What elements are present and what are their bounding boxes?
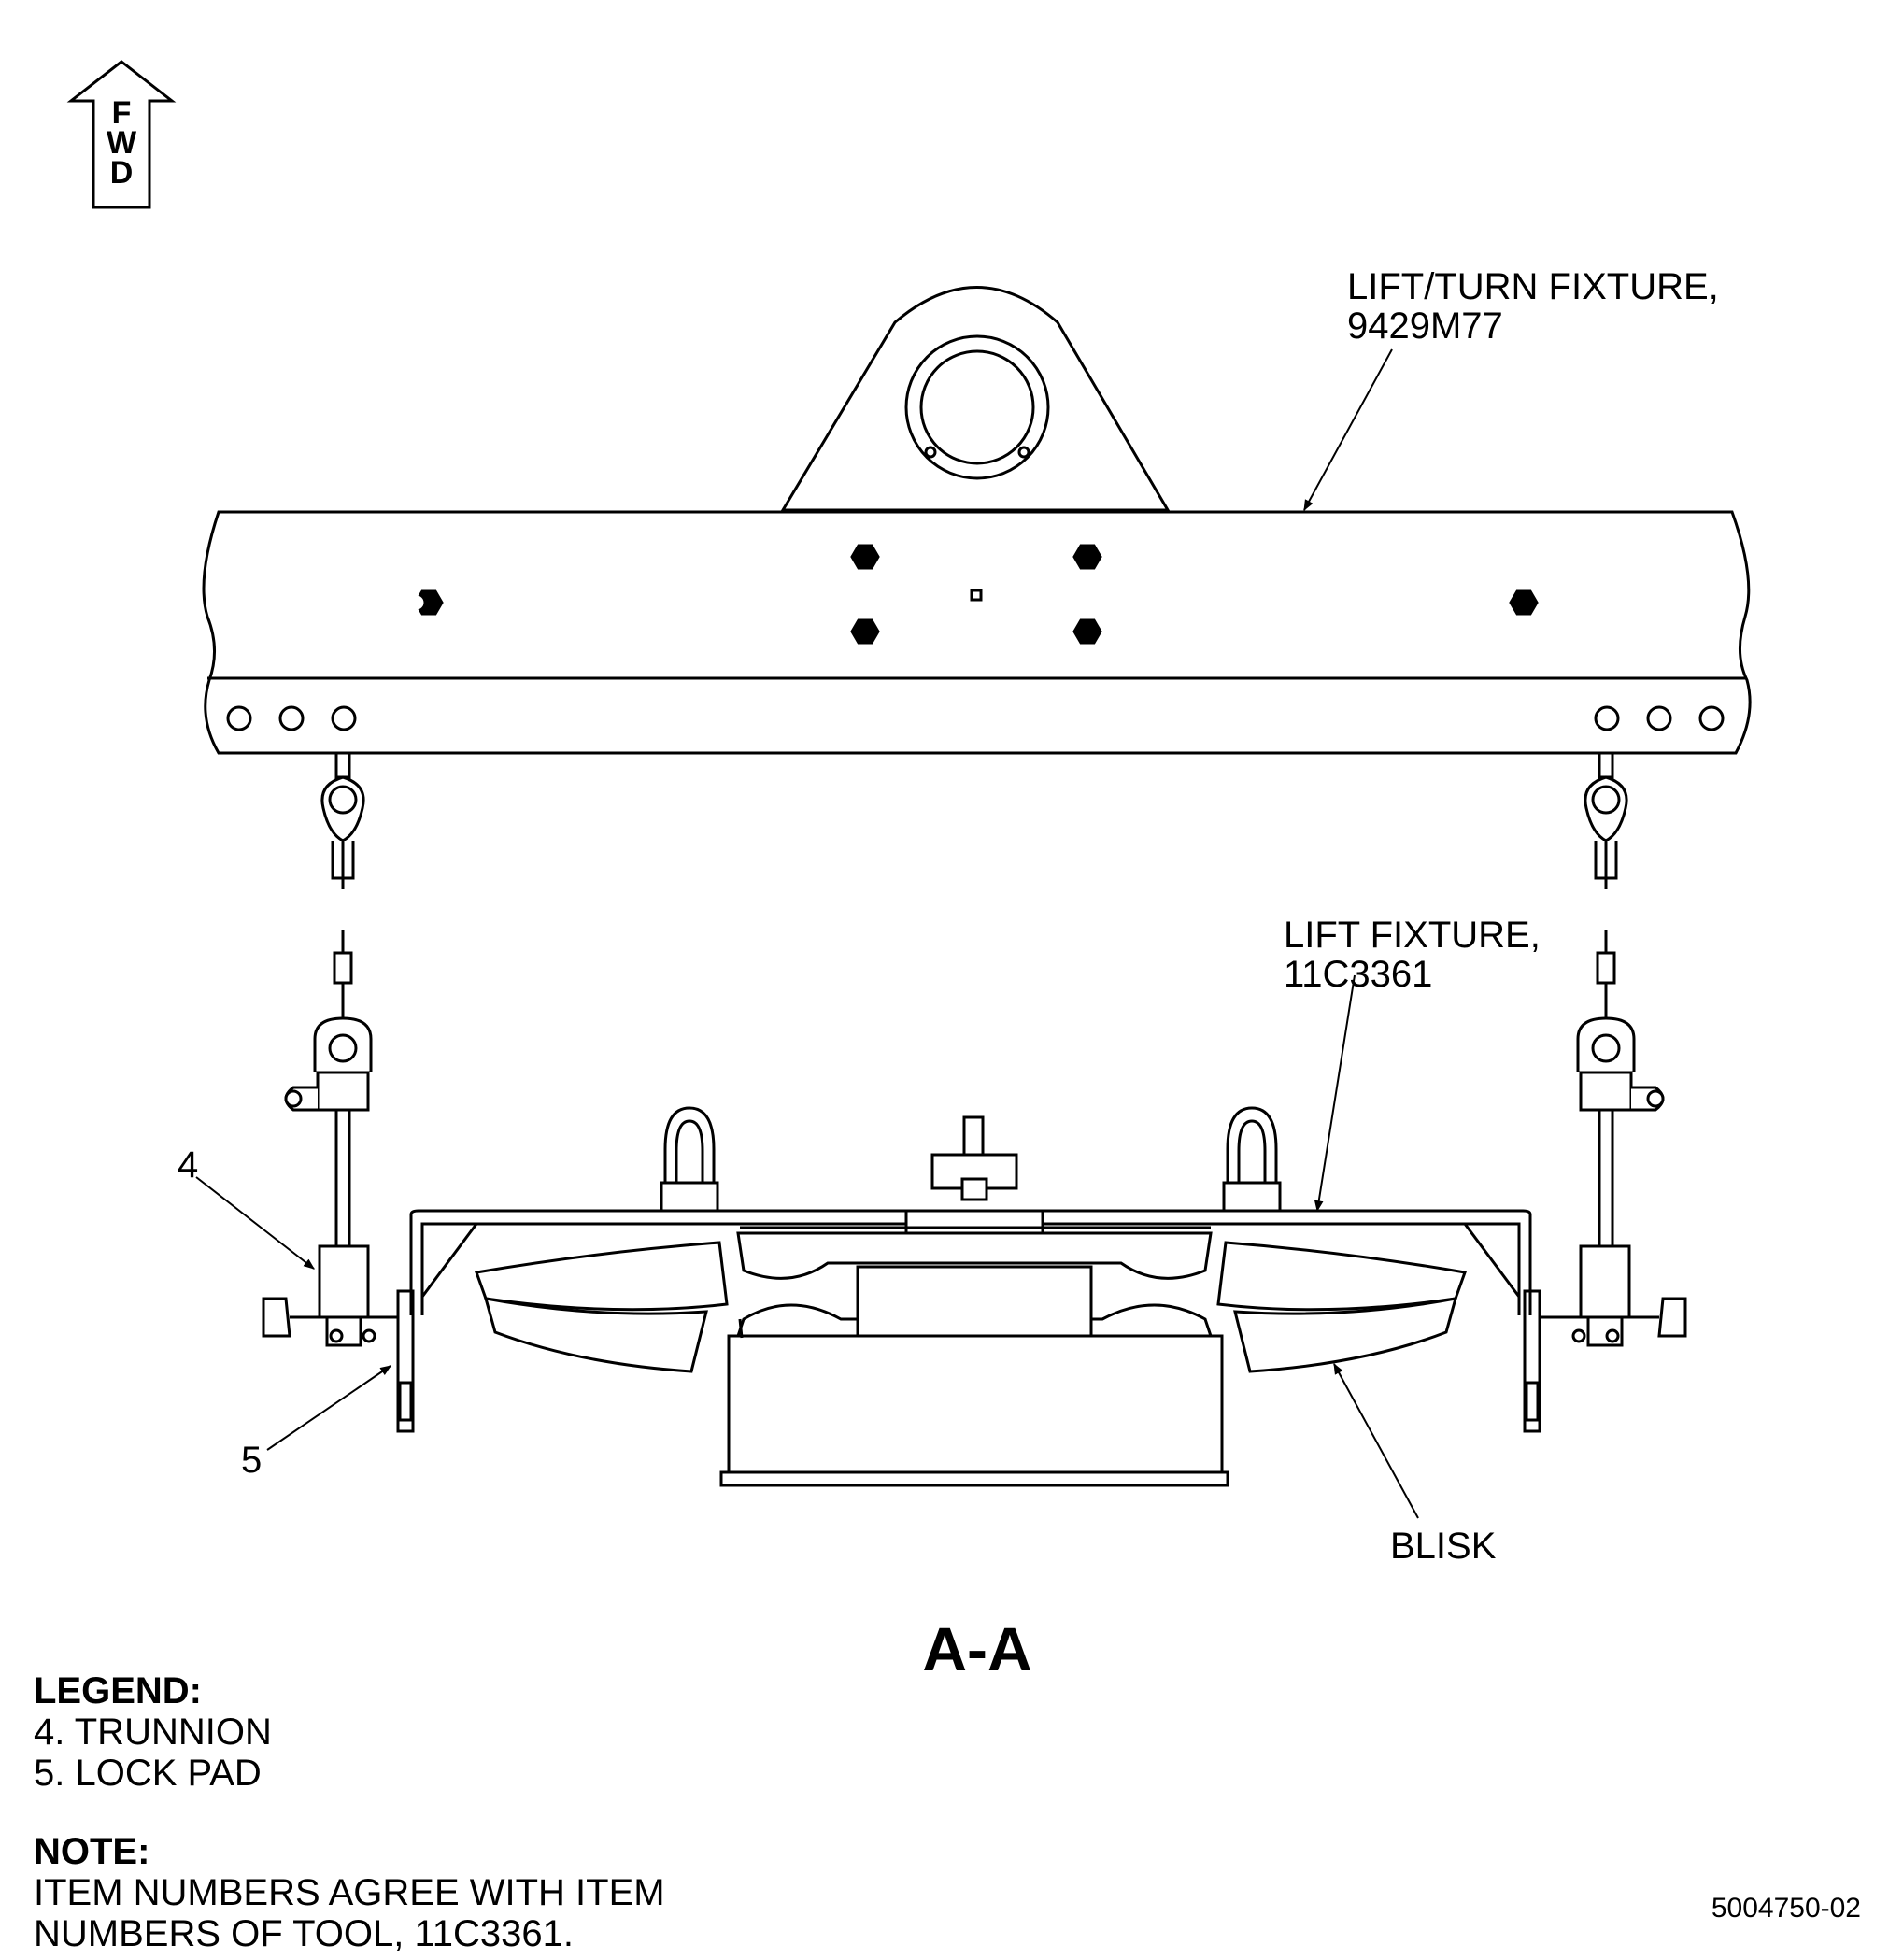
item-4-label: 4 [178,1144,198,1186]
legend-title: LEGEND: [34,1670,202,1711]
lift-turn-fixture-label-line2: 9429M77 [1347,305,1503,347]
beam-hook-left [320,751,365,889]
blisk [474,1231,1468,1487]
blisk-label: BLISK [1390,1526,1497,1567]
leader-lines [195,348,1419,1519]
item-5-label: 5 [241,1440,262,1481]
section-label: A-A [922,1614,1031,1683]
lift-fixture-label-line1: LIFT FIXTURE, [1284,915,1541,956]
legend: LEGEND: 4. TRUNNION 5. LOCK PAD [34,1670,272,1794]
legend-item-lock-pad: 5. LOCK PAD [34,1753,262,1794]
note-line-2: NUMBERS OF TOOL, 11C3361. [34,1913,574,1954]
drawing-number: 5004750-02 [1711,1893,1861,1924]
lift-fixture-hanger-right [1523,930,1687,1433]
fwd-arrow-icon: F W D [66,60,177,209]
legend-item-trunnion: 4. TRUNNION [34,1711,272,1753]
fwd-letter-f: F [112,95,132,131]
lift-turn-fixture-beam [202,286,1752,755]
lift-fixture-hanger-left [262,930,415,1433]
fwd-letter-d: D [110,155,134,191]
beam-hook-right [1584,751,1628,889]
note-title: NOTE: [34,1831,150,1872]
fwd-letter-w: W [107,125,137,161]
lift-turn-fixture-label-line1: LIFT/TURN FIXTURE, [1347,266,1719,307]
note-line-1: ITEM NUMBERS AGREE WITH ITEM [34,1872,665,1913]
note: NOTE: ITEM NUMBERS AGREE WITH ITEM NUMBE… [34,1831,665,1954]
lift-fixture-label-line2: 11C3361 [1284,954,1432,995]
